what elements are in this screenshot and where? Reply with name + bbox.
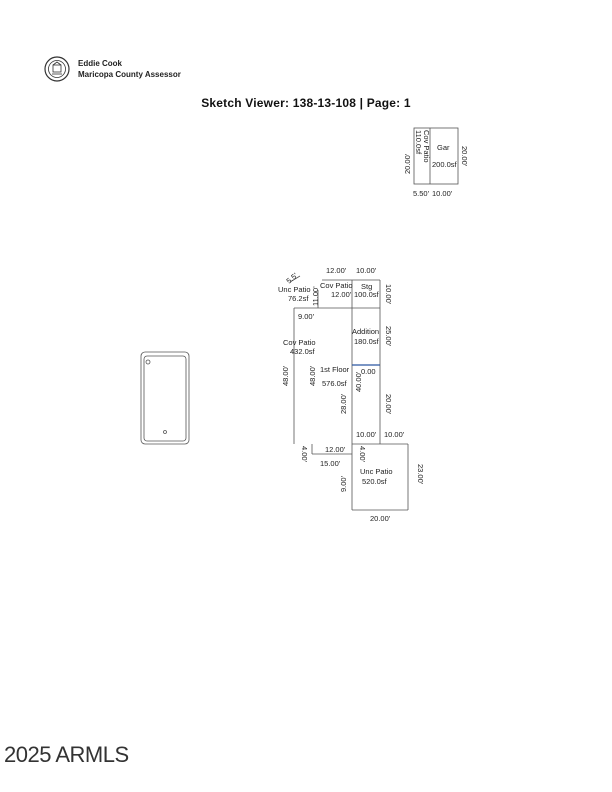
dim-bottom-12: 12.00' — [325, 445, 346, 454]
device-outline — [140, 351, 190, 445]
armls-watermark: 2025 ARMLS — [4, 742, 129, 767]
assessor-office: Maricopa County Assessor — [78, 70, 181, 79]
garage-right-dim: 20.00' — [460, 146, 469, 167]
storage-label: Stg — [361, 282, 372, 291]
dim-bottom-20: 20.00' — [370, 514, 391, 523]
dim-bottom-10b: 10.00' — [384, 430, 405, 439]
cov-patio-top-label: Cov Patio — [320, 281, 353, 290]
dim-right-25: 25.00' — [384, 326, 393, 347]
assessor-header: Eddie Cook Maricopa County Assessor — [44, 56, 181, 82]
cov-patio-label: Cov Patio — [422, 130, 431, 163]
dim-bottom-4b: 4.00' — [358, 446, 367, 463]
page-title: Sketch Viewer: 138-13-108 | Page: 1 — [201, 96, 411, 110]
county-seal-icon — [44, 56, 70, 82]
dim-mid-40: 40.00' — [354, 371, 363, 392]
cov-patio-area: 110.0sf — [414, 130, 423, 155]
dim-left-9: 9.00' — [298, 312, 315, 321]
cov-patio-top-dim: 12.00' — [331, 290, 352, 299]
unc-patio-top-area: 76.2sf — [288, 294, 309, 303]
garage-bottom-left-dim: 5.50' — [413, 189, 430, 198]
garage-area: 200.0sf — [432, 160, 458, 169]
dim-top-12: 12.00' — [326, 266, 347, 275]
garage-label: Gar — [437, 143, 450, 152]
storage-area: 100.0sf — [354, 290, 380, 299]
garage-bottom-right-dim: 10.00' — [432, 189, 453, 198]
dim-left-9b: 9.00' — [339, 475, 348, 492]
garage-block — [413, 127, 459, 185]
unc-patio-top-label: Unc Patio — [278, 285, 311, 294]
dim-right-20: 20.00' — [384, 394, 393, 415]
unc-patio-bottom-area: 520.0sf — [362, 477, 388, 486]
dim-bottom-4: 4.00' — [300, 446, 309, 463]
dim-left-48-inner: 48.00' — [308, 365, 317, 386]
first-floor-area: 576.0sf — [322, 379, 348, 388]
dim-bottom-10a: 10.00' — [356, 430, 377, 439]
first-floor-label: 1st Floor — [320, 365, 350, 374]
main-sketch-lines — [289, 275, 409, 511]
addition-label: Addition — [352, 327, 379, 336]
dim-right-23: 23.00' — [416, 464, 425, 485]
dim-mid-0: 0.00 — [361, 367, 376, 376]
addition-area: 180.0sf — [354, 337, 380, 346]
garage-left-dim: 20.00' — [403, 153, 412, 174]
assessor-name: Eddie Cook — [78, 59, 123, 68]
dim-left-28: 28.00' — [339, 393, 348, 414]
dim-left-11: 11.00' — [311, 286, 320, 306]
dim-right-10: 10.00' — [384, 284, 393, 305]
unc-patio-bottom-label: Unc Patio — [360, 467, 393, 476]
dim-left-48-outer: 48.00' — [281, 365, 290, 386]
dim-bottom-15: 15.00' — [320, 459, 341, 468]
dim-top-10: 10.00' — [356, 266, 377, 275]
dim-diag: 5.5' — [285, 271, 300, 286]
cov-patio-left-label: Cov Patio — [283, 338, 316, 347]
cov-patio-left-area: 432.0sf — [290, 347, 316, 356]
